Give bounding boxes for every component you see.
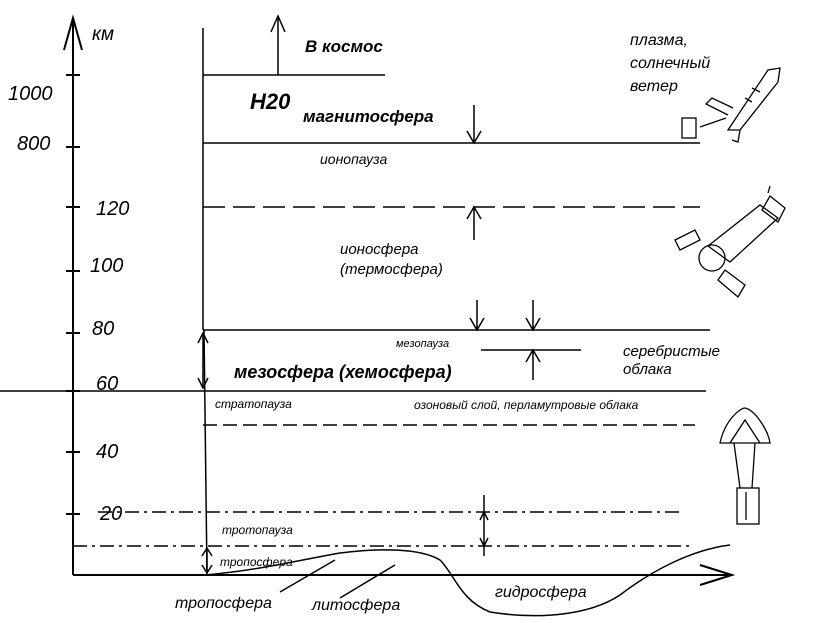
stratopause-label: стратопауза — [215, 397, 292, 411]
ozone-label: озоновый слой, перламутровые облака — [414, 398, 639, 412]
tick-label: 60 — [96, 373, 118, 395]
ionopause-label: ионопауза — [320, 151, 387, 167]
tick-label: 100 — [90, 255, 123, 277]
tick-label: 120 — [96, 198, 129, 220]
plasma-label-1: плазма, — [630, 32, 688, 49]
parachute-icon — [719, 407, 771, 525]
clouds-label-2: облака — [623, 361, 672, 378]
lithosphere-label: литосфера — [311, 597, 400, 614]
clouds-label-1: серебристые — [623, 343, 720, 360]
tropopause-label: тротопауза — [222, 523, 293, 537]
tick-label: 80 — [92, 318, 114, 340]
ground-axis-arrow — [699, 564, 736, 586]
hydrosphere-label: гидросфера — [495, 584, 587, 601]
plasma-label-2: солнечный — [630, 55, 710, 72]
magnetosphere-label: магнитосфера — [303, 107, 434, 126]
satellite-icon — [674, 185, 786, 298]
axis-unit: км — [92, 24, 114, 45]
mesopause-label: мезопауза — [396, 338, 449, 350]
ionosphere-label: ионосфера — [340, 241, 419, 258]
to-space-label: В космос — [305, 37, 383, 56]
tick-label: 800 — [17, 133, 50, 155]
mesosphere-label: мезосфера (хемосфера) — [234, 362, 452, 382]
troposphere-small-label: тропосфера — [220, 555, 293, 569]
altitude-axis-arrow — [63, 14, 83, 51]
rocket-icon — [681, 67, 781, 143]
thermosphere-label: (термосфера) — [340, 261, 443, 278]
tick-label: 1000 — [8, 83, 53, 105]
h20-label: H20 — [250, 89, 291, 114]
tick-label: 40 — [96, 441, 118, 463]
troposphere-label: тропосфера — [175, 595, 272, 612]
tick-label: 20 — [99, 503, 122, 525]
plasma-label-3: ветер — [630, 78, 678, 95]
